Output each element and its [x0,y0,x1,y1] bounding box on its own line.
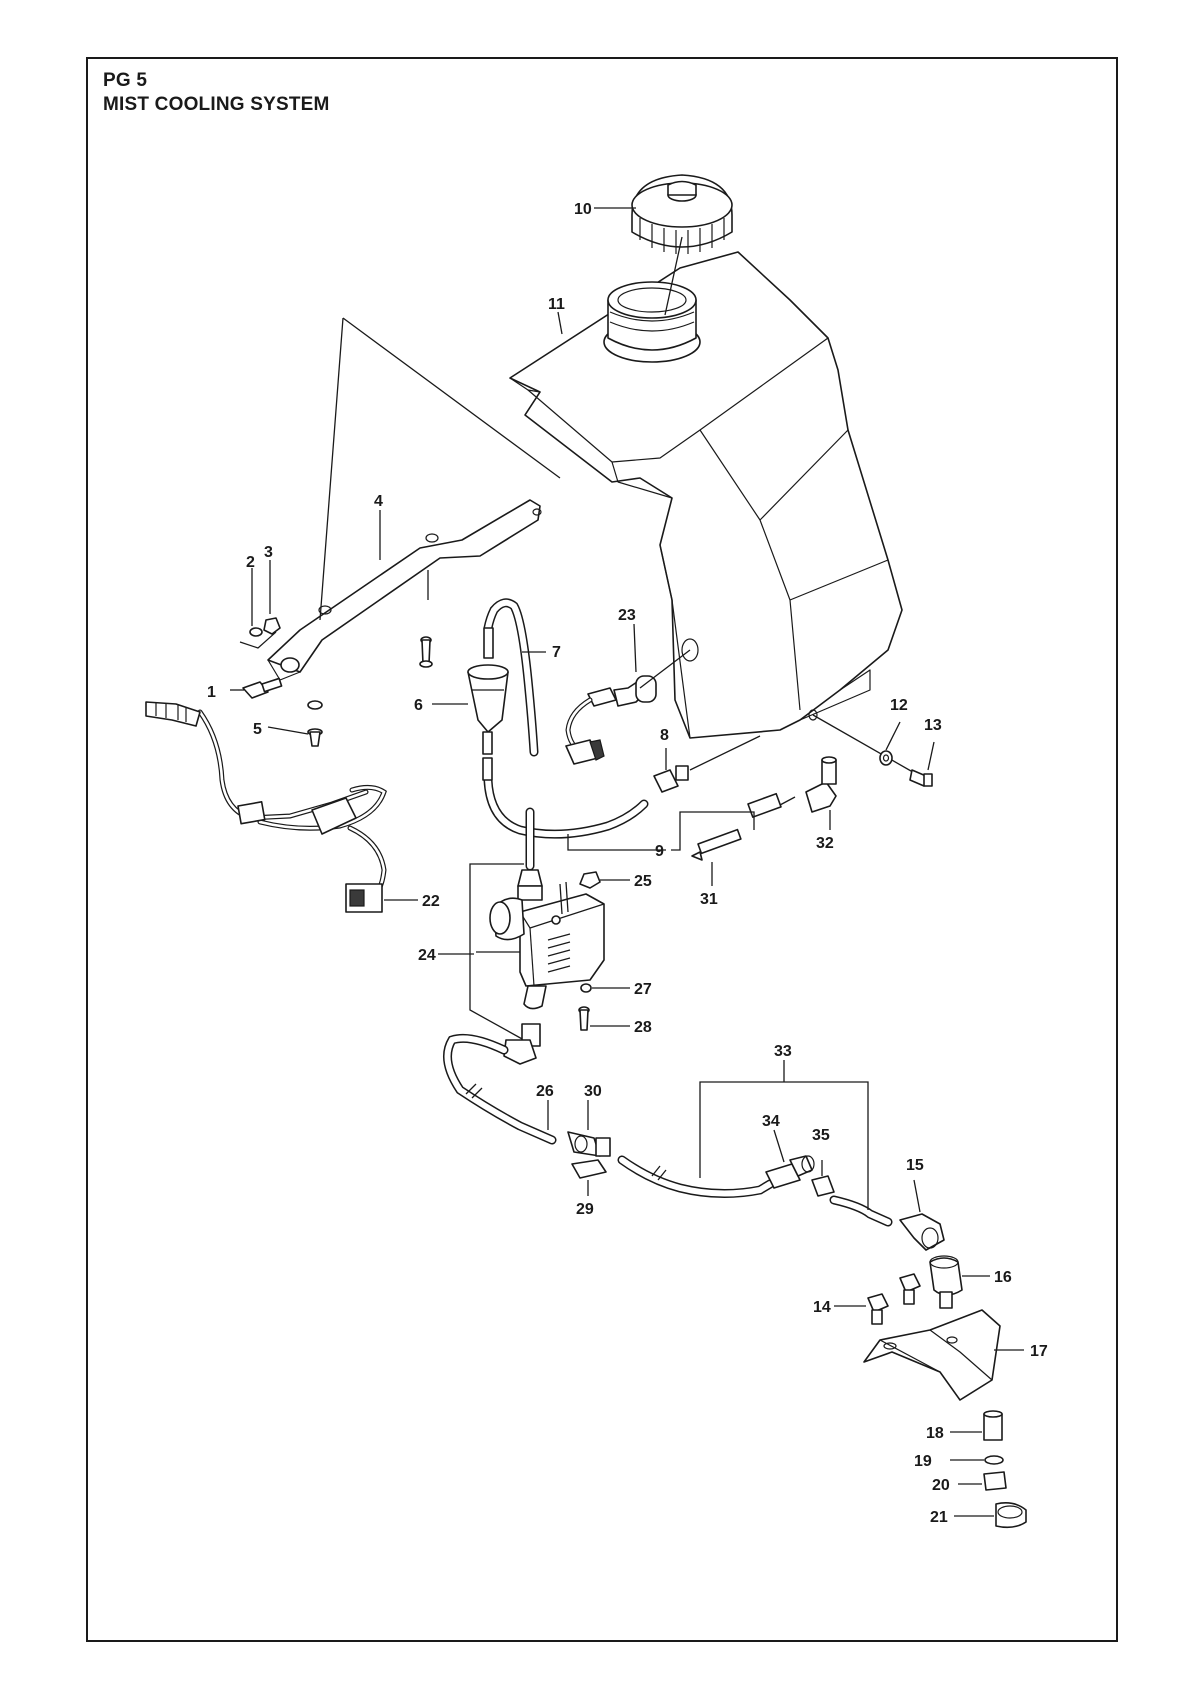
callout-33: 33 [774,1043,792,1060]
callout-34: 34 [762,1113,780,1130]
tank-cap [631,174,733,254]
callout-6: 6 [414,697,423,714]
callout-leaders [230,207,935,955]
callout-3: 3 [264,544,273,561]
callout-9: 9 [655,843,664,860]
callout-15: 15 [906,1157,924,1174]
callout-13: 13 [924,717,942,734]
mist-pump [476,807,605,1010]
water-tank [509,251,903,739]
callout-18: 18 [926,1425,944,1442]
bracket-hardware [239,617,433,747]
callout-25: 25 [634,873,652,890]
callout-23: 23 [618,607,636,624]
callout-21: 21 [930,1509,948,1526]
callout-7: 7 [552,644,561,661]
page-code: PG 5 [103,70,148,91]
nozzle-parts [950,1410,1027,1529]
callout-26: 26 [536,1083,554,1100]
tee-fitting-34 [765,1129,815,1189]
callout-27: 27 [634,981,652,998]
level-sensor [565,649,691,765]
fitting-16 [929,1255,990,1309]
callout-2: 2 [246,554,255,571]
callout-12: 12 [890,697,908,714]
connector-30 [567,1100,611,1196]
leader-bracket-to-tank [319,317,561,621]
callout-19: 19 [914,1453,932,1470]
leader-cap-to-neck [664,236,683,316]
callout-4: 4 [374,493,383,510]
hose-33 [617,1155,893,1227]
wire-harness [145,701,418,913]
callout-17: 17 [1030,1343,1048,1360]
hose-9 [482,757,649,839]
callout-5: 5 [253,721,262,738]
callout-10: 10 [574,201,592,218]
tank-hardware [812,714,933,787]
callout-20: 20 [932,1477,950,1494]
callout-35: 35 [812,1127,830,1144]
elbow-fitting-32 [779,756,837,813]
connector-8 [653,735,761,793]
drawing-frame [86,57,1118,1642]
callout-1: 1 [207,684,216,701]
leader-pump-group [469,863,525,1041]
callout-numbers: 1 2 3 4 5 6 7 8 9 10 11 12 13 14 15 16 1… [207,201,1048,1526]
callout-14: 14 [813,1299,831,1316]
sleeve-and-pin [691,792,782,861]
callout-29: 29 [576,1201,594,1218]
callout-11: 11 [548,296,565,313]
pump-hardware [578,871,630,1031]
page-title: MIST COOLING SYSTEM [103,94,330,115]
callout-22: 22 [422,893,440,910]
pump-outlet-elbow [503,1023,541,1065]
callout-8: 8 [660,727,669,744]
inline-filter [467,598,539,757]
callout-28: 28 [634,1019,652,1036]
bracket-bolts [834,1273,921,1325]
callout-16: 16 [994,1269,1012,1286]
nozzle-bracket [863,1309,1024,1401]
hose-26 [443,1033,557,1145]
callout-30: 30 [584,1083,602,1100]
connector-35 [811,1160,835,1197]
elbow-fitting-15 [899,1179,945,1251]
callout-24: 24 [418,947,436,964]
callout-32: 32 [816,835,834,852]
mounting-bracket [267,499,542,681]
callout-31: 31 [700,891,718,908]
